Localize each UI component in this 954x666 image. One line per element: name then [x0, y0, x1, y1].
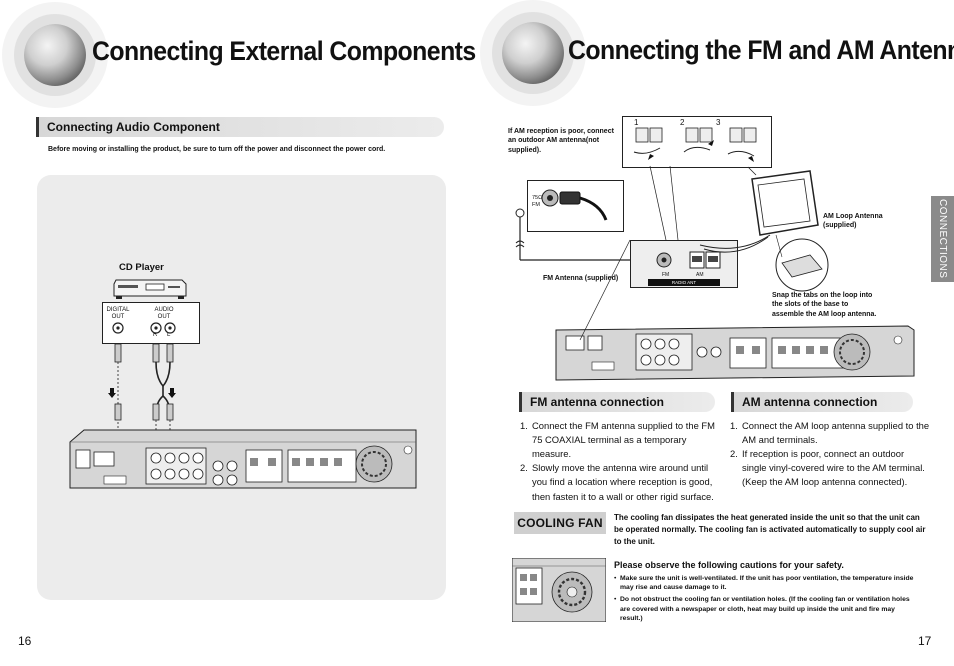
cd-player-label: CD Player [119, 262, 164, 273]
caution-heading: Please observe the following cautions fo… [614, 560, 844, 570]
panel-radio-ant-label: RADIO ANT [648, 279, 720, 286]
fm-antenna-label: FM Antenna (supplied) [543, 275, 619, 282]
connection-diagram-panel [37, 175, 446, 600]
am-steps: 1. Connect the AM loop antenna supplied … [730, 419, 930, 490]
title-disc-graphic [24, 24, 86, 86]
callout-lines [579, 165, 679, 341]
audio-out-label: AUDIO OUT [154, 307, 174, 320]
am-terminal-steps-illustration [633, 127, 757, 162]
page-number-left: 16 [18, 634, 32, 648]
digital-out-label: DIGITAL OUT [106, 307, 130, 320]
step-label-1: 1 [634, 118, 639, 127]
power-warning: Before moving or installing the product,… [48, 146, 386, 153]
page-title-left: Connecting External Components [92, 36, 476, 66]
radio-ant-terminals [656, 251, 721, 269]
right-channel-label: R [153, 332, 158, 338]
snap-note: Snap the tabs on the loop into the slots… [772, 292, 877, 318]
section-heading-am: AM antenna connection [731, 392, 913, 412]
cooling-fan-illustration [512, 558, 606, 622]
am-outdoor-note: If AM reception is poor, connect an outd… [508, 128, 614, 154]
caution-item: • Do not obstruct the cooling fan or ven… [614, 596, 910, 622]
fm-step: 1. Connect the FM antenna supplied to th… [520, 420, 715, 460]
am-loop-antenna-illustration [699, 166, 829, 292]
am-loop-label: AM Loop Antenna (supplied) [823, 213, 883, 230]
am-step: 1. Connect the AM loop antenna supplied … [730, 420, 930, 446]
audio-cable-illustration [112, 322, 176, 473]
connections-side-tab: CONNECTIONS [931, 196, 954, 282]
down-arrow-icon [108, 388, 116, 398]
fm-wire-antenna-illustration [515, 208, 636, 261]
fm-terminal-label: 75Ω FM [532, 195, 543, 209]
caution-list: • Make sure the unit is well-ventilated.… [614, 574, 916, 623]
fm-step: 2. Slowly move the antenna wire around u… [520, 462, 714, 502]
section-heading-audio: Connecting Audio Component [36, 117, 444, 137]
page-number-right: 17 [918, 634, 932, 648]
am-step: 2. If reception is poor, connect an outd… [730, 448, 925, 488]
step-label-2: 2 [680, 118, 685, 127]
cooling-fan-badge: COOLING FAN [514, 512, 606, 534]
receiver-rear-panel [69, 429, 417, 489]
down-arrow-icon [168, 388, 176, 398]
title-disc-graphic [502, 22, 564, 84]
panel-fm-label: FM [662, 272, 670, 278]
caution-item: • Make sure the unit is well-ventilated.… [614, 575, 914, 592]
cooling-fan-description: The cooling fan dissipates the heat gene… [614, 513, 926, 546]
cd-player-illustration [113, 279, 187, 299]
fm-coax-plug-illustration [541, 189, 608, 221]
page-title-right: Connecting the FM and AM Antennas [568, 35, 954, 65]
panel-am-label: AM [696, 272, 704, 278]
section-heading-fm: FM antenna connection [519, 392, 715, 412]
left-channel-label: L [167, 332, 171, 338]
fm-steps: 1. Connect the FM antenna supplied to th… [520, 419, 718, 504]
fm-terminal-closeup [527, 180, 624, 232]
step-label-3: 3 [716, 118, 721, 127]
receiver-rear-panel [555, 325, 915, 381]
